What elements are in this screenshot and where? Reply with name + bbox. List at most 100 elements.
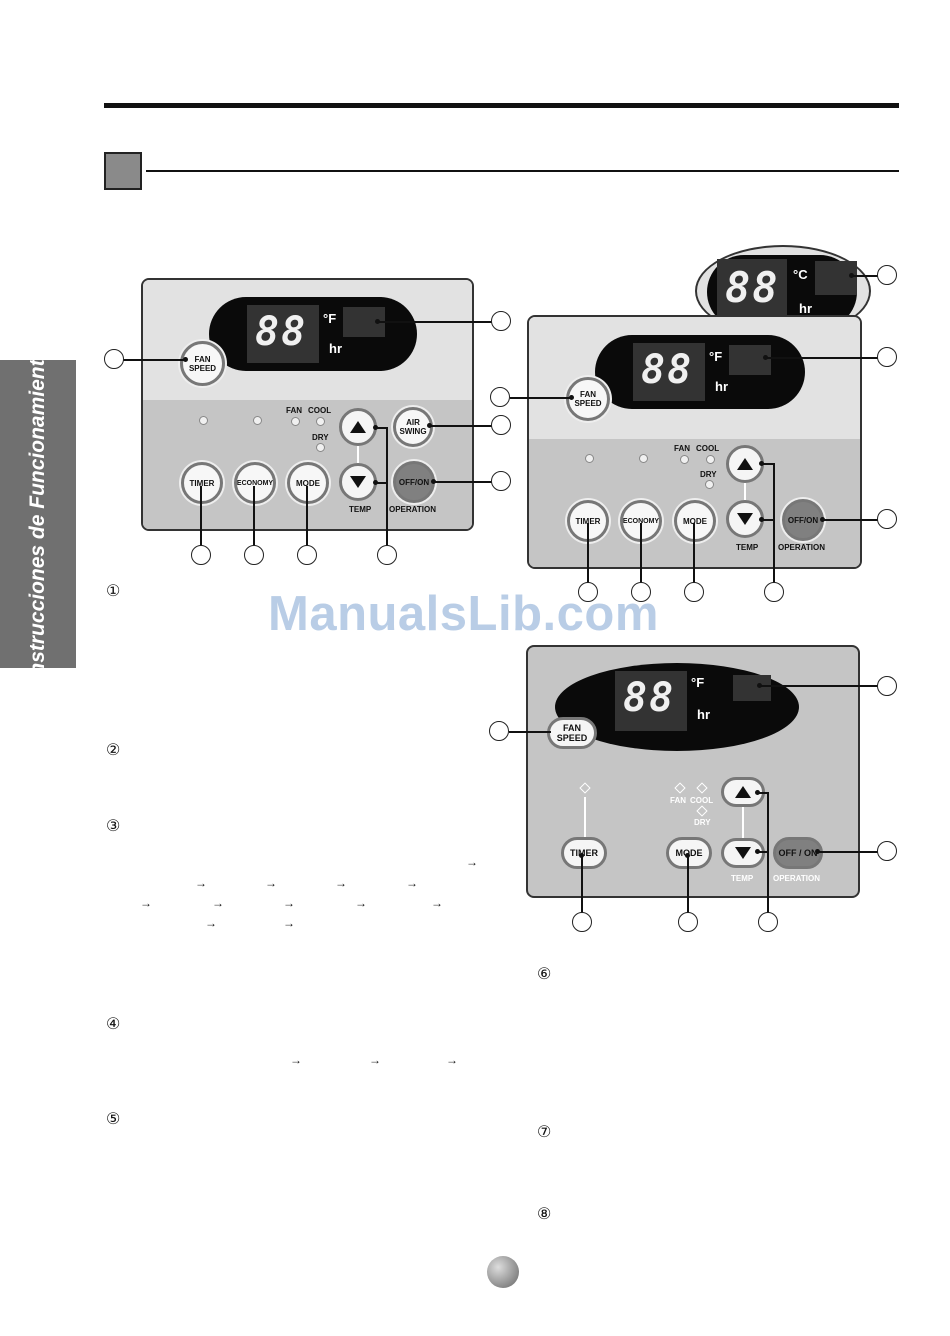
temp-label: TEMP [349,505,372,514]
hr-label: hr [329,341,342,356]
temperature-readout: 88 [255,309,308,355]
callout-economy-2 [631,582,651,602]
callout-mode [297,545,317,565]
timer-led-2 [585,454,594,463]
hr-label-2: hr [715,379,728,394]
section-rule [146,170,899,172]
down-arrow-icon [737,513,753,525]
up-arrow-icon [737,458,753,470]
temperature-readout-3: 88 [623,675,676,721]
fan-indicator [674,782,686,794]
sequence-arrow: → [335,876,347,890]
sequence-arrow: → [431,896,443,910]
zoom-temperature-readout: 88 [725,263,780,312]
fan-label: FAN [286,406,302,415]
cool-label: COOL [308,406,332,415]
sequence-arrow: → [283,896,295,910]
operation-label-3: OPERATION [773,874,820,883]
display-window-2: 88 °F hr [595,335,805,409]
callout-sensor-2 [877,347,897,367]
sequence-arrow: → [355,896,367,910]
callout-sensor-3 [877,676,897,696]
callout-off-on [491,471,511,491]
off-on-button[interactable]: OFF/ON [393,461,435,503]
off-on-button-3[interactable]: OFF / ON [773,837,823,869]
dry-led-2 [705,480,714,489]
dry-label: DRY [312,433,329,442]
callout-timer-3 [572,912,592,932]
hr-label-3: hr [697,707,710,722]
control-panel-3: 88 °F hr FAN SPEED FAN COOL DRY TEMP TIM… [526,645,860,898]
economy-led-2 [639,454,648,463]
item-3: ③ [106,818,121,835]
fan-label-3: FAN [670,796,686,805]
callout-fan-speed-3 [489,721,509,741]
dry-label-3: DRY [694,818,711,827]
sequence-arrow: → [466,855,478,869]
callout-zoom-sensor [877,265,897,285]
item-6: ⑥ [537,966,552,983]
cool-indicator [696,782,708,794]
timer-indicator [579,782,591,794]
sequence-arrow: → [212,896,224,910]
dry-label-2: DRY [700,470,717,479]
item-5: ⑤ [106,1111,121,1128]
temp-down-button[interactable] [339,463,377,501]
item-2: ② [106,742,121,759]
callout-temp-3 [758,912,778,932]
callout-off-on-2 [877,509,897,529]
operation-label-2: OPERATION [778,543,825,552]
callout-sensor [491,311,511,331]
sequence-arrow: → [140,896,152,910]
temp-label-3: TEMP [731,874,754,883]
top-rule [104,103,899,108]
cool-label-3: COOL [690,796,714,805]
callout-fan-speed [104,349,124,369]
side-tab-label: Instrucciones de Funcionamiento [26,346,49,682]
dry-indicator [696,805,708,817]
page-number-badge [487,1256,519,1288]
cool-label-2: COOL [696,444,720,453]
unit-c: °C [793,267,808,282]
off-on-button-2[interactable]: OFF/ON [782,499,824,541]
control-panel-2: 88 °F hr FAN SPEED FAN COOL DRY TEMP OFF… [527,315,862,569]
cool-led-2 [706,455,715,464]
timer-button[interactable]: TIMER [181,462,223,504]
sequence-arrow: → [369,1053,381,1067]
callout-fan-speed-2 [490,387,510,407]
up-arrow-icon [735,786,751,798]
callout-air-swing [491,415,511,435]
timer-button-3[interactable]: TIMER [561,837,607,869]
unit-f: °F [323,311,337,326]
economy-led [253,416,262,425]
item-7: ⑦ [537,1124,552,1141]
mode-button-2[interactable]: MODE [674,500,716,542]
fan-speed-button-3[interactable]: FAN SPEED [547,717,597,749]
callout-mode-2 [684,582,704,602]
sequence-arrow: → [195,876,207,890]
fan-led [291,417,300,426]
operation-label: OPERATION [389,505,436,514]
callout-timer [191,545,211,565]
sequence-arrow: → [265,876,277,890]
side-tab: Instrucciones de Funcionamiento [0,347,76,681]
callout-mode-3 [678,912,698,932]
item-1: ① [106,583,121,600]
down-arrow-icon [350,476,366,488]
down-arrow-icon [735,847,751,859]
control-panel-1: 88 °F hr FAN SPEED FAN COOL DRY TEMP AIR… [141,278,474,531]
fan-speed-button[interactable]: FAN SPEED [180,341,225,386]
mode-button[interactable]: MODE [287,462,329,504]
callout-economy [244,545,264,565]
zoom-hr-label: hr [799,301,812,316]
sequence-arrow: → [283,916,295,930]
economy-button[interactable]: ECONOMY [234,462,276,504]
cool-led [316,417,325,426]
temp-up-button-2[interactable] [726,445,764,483]
fan-label-2: FAN [674,444,690,453]
unit-f-3: °F [691,675,705,690]
sequence-arrow: → [290,1053,302,1067]
temp-up-button[interactable] [339,408,377,446]
sequence-arrow: → [205,916,217,930]
section-marker [104,152,142,190]
